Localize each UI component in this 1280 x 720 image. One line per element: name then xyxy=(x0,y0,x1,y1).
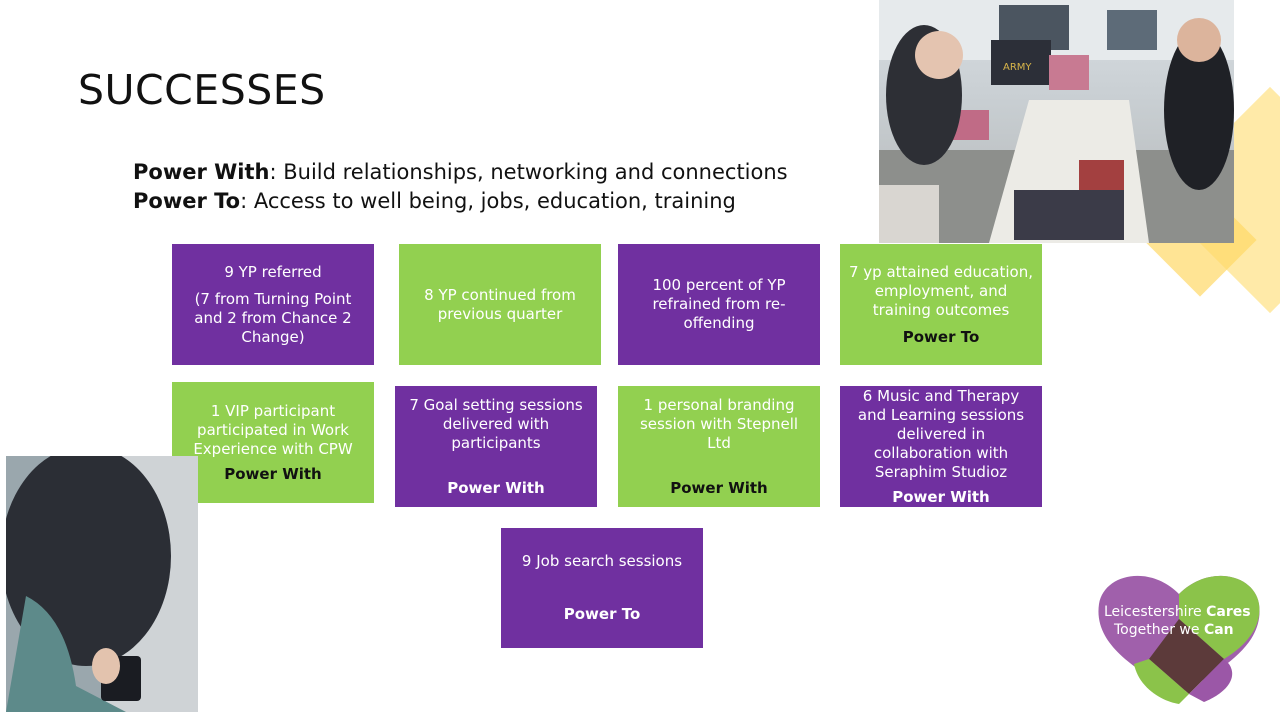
box-text: 6 Music and Therapy and Learning session… xyxy=(857,386,1025,481)
box-tag: Power With xyxy=(224,464,322,483)
box-yp-continued: 8 YP continued from previous quarter xyxy=(399,244,601,365)
power-with-label: Power With xyxy=(133,160,270,184)
box-tag: Power With xyxy=(892,487,990,506)
photo-illustration xyxy=(6,456,198,712)
logo-word: Together we xyxy=(1114,622,1204,638)
box-refrained: 100 percent of YP refrained from re-offe… xyxy=(618,244,820,365)
photo-illustration: ARMY xyxy=(879,0,1234,243)
photo-mentoring-session: ARMY xyxy=(879,0,1234,243)
logo-text: Leicestershire Cares Together we Can xyxy=(1104,603,1264,639)
box-text: 1 personal branding session with Stepnel… xyxy=(639,395,799,452)
box-text: 100 percent of YP refrained from re-offe… xyxy=(652,276,786,332)
slide-title: SUCCESSES xyxy=(78,66,326,114)
box-text: 9 YP referred xyxy=(224,262,322,281)
subtitle-block: Power With: Build relationships, network… xyxy=(133,158,788,216)
logo-word: Leicestershire xyxy=(1104,604,1207,620)
box-personal-branding: 1 personal branding session with Stepnel… xyxy=(618,386,820,507)
power-with-text: : Build relationships, networking and co… xyxy=(269,160,788,184)
box-tag: Power To xyxy=(902,327,980,346)
box-tag: Power With xyxy=(447,478,545,497)
leicestershire-cares-logo xyxy=(1098,575,1260,704)
box-vip-participant: 1 VIP participant participated in Work E… xyxy=(172,382,374,503)
box-education-outcomes: 7 yp attained education, employment, and… xyxy=(840,244,1042,365)
box-music-therapy: 6 Music and Therapy and Learning session… xyxy=(840,386,1042,507)
box-text: 9 Job search sessions xyxy=(521,552,683,570)
box-text: 7 yp attained education, employment, and… xyxy=(848,262,1033,319)
box-text: 1 VIP participant participated in Work E… xyxy=(193,401,353,458)
power-to-label: Power To xyxy=(133,189,241,213)
box-tag: Power To xyxy=(563,605,641,623)
box-text: 7 Goal setting sessions delivered with p… xyxy=(409,395,583,452)
box-goal-setting: 7 Goal setting sessions delivered with p… xyxy=(395,386,597,507)
power-to-line: Power To: Access to well being, jobs, ed… xyxy=(133,187,788,216)
logo-word-bold: Can xyxy=(1203,622,1234,638)
photo-banner-text: ARMY xyxy=(1003,62,1032,73)
logo-line-1: Leicestershire Cares xyxy=(1104,603,1264,621)
box-text-secondary: (7 from Turning Point and 2 from Chance … xyxy=(194,289,352,346)
power-to-text: : Access to well being, jobs, education,… xyxy=(240,189,736,213)
logo-line-2: Together we Can xyxy=(1104,621,1264,639)
box-yp-referred: 9 YP referred (7 from Turning Point and … xyxy=(172,244,374,365)
box-job-search: 9 Job search sessions Power To xyxy=(501,528,703,648)
box-text: 8 YP continued from previous quarter xyxy=(424,285,576,323)
power-with-line: Power With: Build relationships, network… xyxy=(133,158,788,187)
photo-participant xyxy=(6,456,198,712)
logo-word-bold: Cares xyxy=(1206,604,1251,620)
box-tag: Power With xyxy=(670,478,768,497)
